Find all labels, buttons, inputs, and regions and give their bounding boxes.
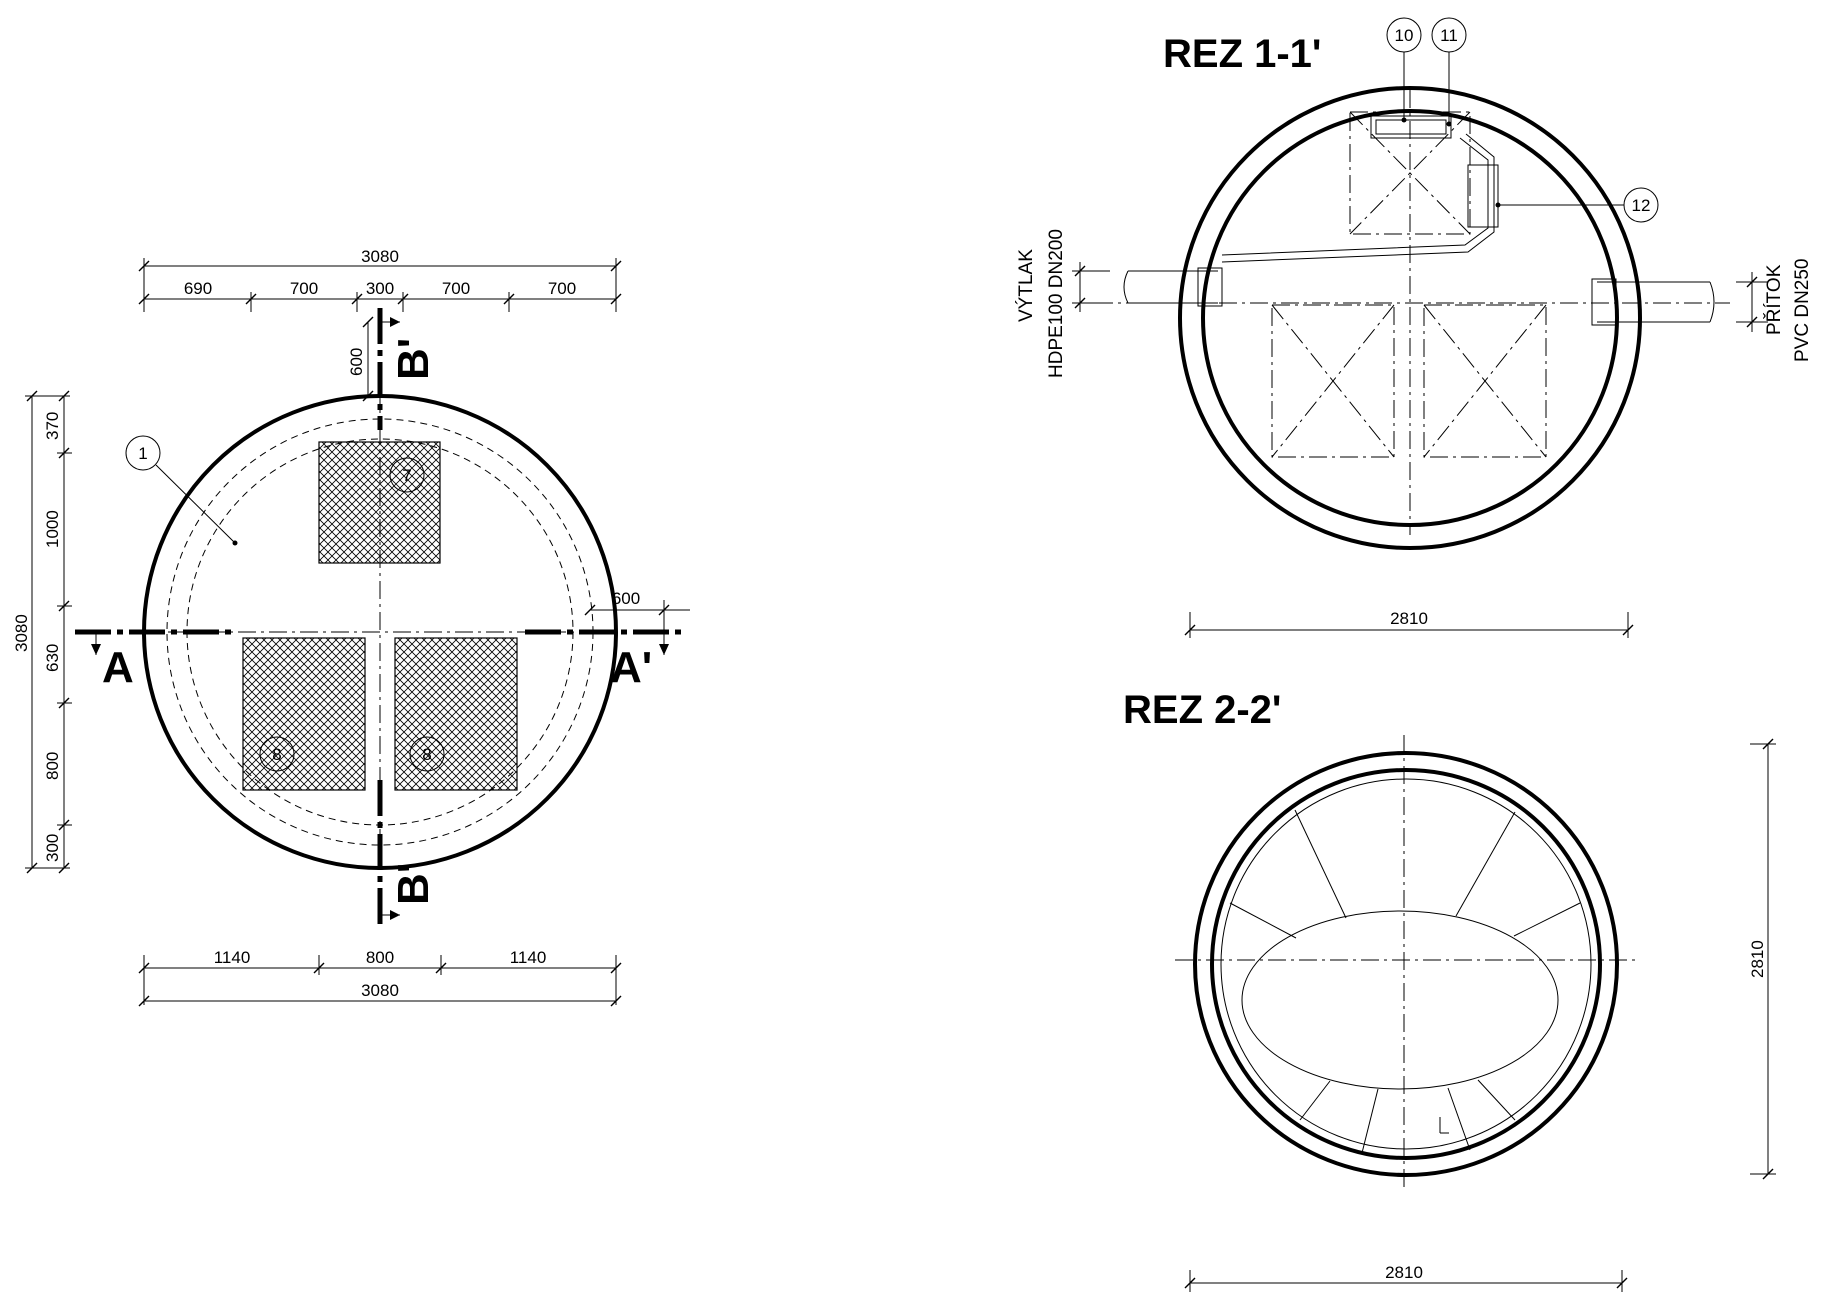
- label-left-pipe: VÝTLAK HDPE100 DN200: [1016, 229, 1110, 378]
- svg-text:800: 800: [43, 752, 62, 780]
- svg-text:600: 600: [612, 589, 640, 608]
- section-2-inner-wall: [1210, 768, 1602, 1160]
- equipment-box-bottom-right: [1423, 304, 1547, 458]
- pipe-right-inflow: [1591, 278, 1715, 326]
- plan-view: A A' B' B' 1 7 8 8: [12, 247, 690, 1007]
- dimension-top-total: 3080: [138, 247, 622, 312]
- svg-text:300: 300: [366, 279, 394, 298]
- label-right-pipe: PŘÍTOK PVC DN250: [1736, 259, 1813, 363]
- section-label-b-bottom: B': [389, 863, 438, 905]
- section-2-title: REZ 2-2': [1123, 688, 1281, 732]
- section-2-height-dimension: 2810: [1748, 738, 1776, 1180]
- plan-opening-8-right: [394, 637, 518, 791]
- svg-text:8: 8: [422, 745, 431, 764]
- discharge-piping: [1221, 115, 1499, 263]
- section-2-opening: [1241, 910, 1559, 1090]
- dimension-a-offset: 600: [584, 589, 690, 632]
- section-1-width-dimension: 2810: [1184, 609, 1634, 638]
- svg-text:2810: 2810: [1748, 940, 1767, 978]
- equipment-box-bottom-left: [1271, 304, 1395, 458]
- svg-text:690: 690: [184, 279, 212, 298]
- pipe-left-discharge: [1123, 267, 1223, 307]
- dimension-left-segments: 370 1000 630 800 300: [43, 390, 72, 874]
- svg-text:1140: 1140: [510, 948, 547, 967]
- dimension-left-total: 3080: [12, 390, 70, 874]
- svg-text:1000: 1000: [43, 510, 62, 548]
- callout-12: 12: [1495, 187, 1659, 223]
- callout-8-right: 8: [409, 736, 445, 772]
- section-2-view: REZ 2-2' 2810: [1123, 688, 1776, 1292]
- section-label-a-prime: A': [610, 643, 652, 692]
- section-2-width-dimension: 2810: [1184, 1263, 1628, 1292]
- section-2-ledge-ring: [1220, 778, 1592, 1150]
- section-2-outer-wall: [1193, 751, 1619, 1177]
- svg-text:1140: 1140: [214, 948, 251, 967]
- section-label-b-top: B': [389, 338, 438, 380]
- svg-text:HDPE100 DN200: HDPE100 DN200: [1046, 229, 1067, 378]
- section-label-a: A: [102, 643, 134, 692]
- callout-10: 10: [1386, 17, 1422, 123]
- svg-text:12: 12: [1632, 196, 1651, 215]
- svg-text:300: 300: [43, 834, 62, 862]
- section-1-view: REZ 1-1': [1016, 17, 1813, 638]
- svg-text:PVC DN250: PVC DN250: [1792, 259, 1813, 363]
- callout-7: 7: [389, 457, 425, 493]
- section-1-title: REZ 1-1': [1163, 32, 1321, 76]
- svg-text:700: 700: [290, 279, 318, 298]
- section-2-ribs: [1229, 809, 1581, 1154]
- svg-text:8: 8: [272, 745, 281, 764]
- svg-text:3080: 3080: [12, 614, 31, 652]
- dimension-bottom-segments: 1140 800 1140: [138, 948, 622, 1005]
- plan-opening-8-left: [242, 637, 366, 791]
- svg-text:7: 7: [402, 466, 411, 485]
- svg-text:10: 10: [1395, 26, 1414, 45]
- svg-text:370: 370: [43, 412, 62, 440]
- section-1-outer-wall: [1178, 86, 1642, 550]
- svg-text:800: 800: [366, 948, 394, 967]
- svg-text:630: 630: [43, 644, 62, 672]
- svg-text:700: 700: [442, 279, 470, 298]
- svg-text:2810: 2810: [1385, 1263, 1423, 1282]
- svg-text:600: 600: [347, 348, 366, 376]
- svg-text:VÝTLAK: VÝTLAK: [1016, 249, 1037, 322]
- svg-text:3080: 3080: [361, 247, 399, 266]
- svg-text:PŘÍTOK: PŘÍTOK: [1763, 264, 1785, 335]
- callout-11: 11: [1431, 17, 1467, 127]
- svg-text:1: 1: [138, 444, 147, 463]
- callout-1: 1: [125, 435, 238, 546]
- svg-text:700: 700: [548, 279, 576, 298]
- equipment-box-top: [1349, 111, 1471, 235]
- svg-text:2810: 2810: [1390, 609, 1428, 628]
- svg-text:3080: 3080: [361, 981, 399, 1000]
- callout-8-left: 8: [259, 736, 295, 772]
- dimension-bottom-total: 3080: [138, 981, 622, 1007]
- plan-opening-7: [318, 441, 441, 564]
- dimension-top-segments: 690 700 300 700 700: [138, 279, 622, 312]
- dimension-b-offset: 600: [347, 316, 374, 402]
- svg-text:11: 11: [1440, 26, 1458, 45]
